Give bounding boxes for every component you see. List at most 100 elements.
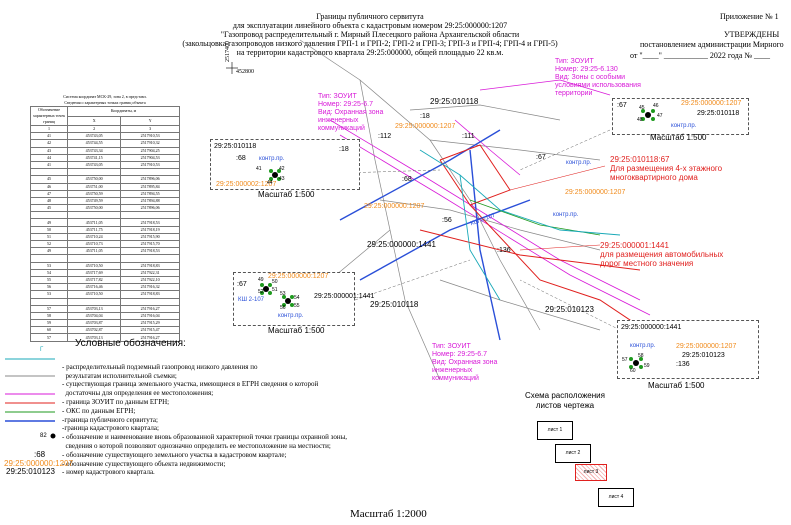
inset-bl-pt-55: 55 <box>294 303 300 309</box>
inset-bl-parcel-67: :67 <box>237 281 247 288</box>
object-label-1207-b: 29:25:000000:1207 <box>565 189 626 196</box>
inset-tl-pt-42: 42 <box>279 166 285 172</box>
inset-br-object: 29:25:000000:1207 <box>676 343 737 350</box>
legend-title: Условные обозначения: <box>75 338 186 349</box>
inset-tr-pt-46: 46 <box>653 103 659 109</box>
coords-y-value: 2517918,83 <box>120 261 180 270</box>
coords-spacer-cell <box>120 297 180 306</box>
zouit-left-annotation: Тип: ЗОУИТ Номер: 29:25-6.7 Вид: Охранна… <box>318 93 384 132</box>
coords-x-value: 453703,13 <box>66 304 122 313</box>
zouit-boundaries <box>329 79 651 316</box>
inset-bl-quarter-1441: 29:25:000001:1441 <box>314 293 375 300</box>
kontr-label-main-b: контр.пр. <box>553 212 579 218</box>
inset-bl-object: 29:25:000000:1207 <box>268 273 329 280</box>
coords-spacer-cell <box>120 254 180 263</box>
inset-tl-scale: Масштаб 1:500 <box>258 190 315 199</box>
quarter-label-1441: 29:25:000000:1441 <box>367 240 436 249</box>
inset-bl-pt-51: 51 <box>272 287 278 293</box>
inset-bl-points <box>260 283 294 307</box>
parcel-label-56: :56 <box>442 217 452 224</box>
inset-tl-quarter: 29:25:010118 <box>214 143 257 150</box>
inset-top-left: 29:25:010118 :68 :18 контр.пр. 29:25:000… <box>210 139 360 190</box>
coords-y-value: 2517918,83 <box>120 290 180 299</box>
sheet-3: лист 3 <box>575 464 607 481</box>
zouit-bottom-annotation: Тип: ЗОУИТ Номер: 29:25-6.7 Вид: Охранна… <box>432 343 498 382</box>
parcel-label-67: :67 <box>536 154 546 161</box>
inset-br-pt-60: 60 <box>630 368 636 374</box>
coords-x-value: 453717,82 <box>66 275 122 285</box>
title-line-5: на территории кадастрового квартала 29:2… <box>236 48 504 57</box>
legend-ex-parcel: :68 <box>34 450 46 459</box>
inset-bl-kontr: контр.пр. <box>278 313 304 319</box>
legend-ex-quarter: 29:25:010123 <box>6 467 55 476</box>
inset-bottom-right: 29:25:000000:1441 29:25:000000:1207 29:2… <box>617 320 759 379</box>
inset-tl-pt-44: 44 <box>267 180 273 186</box>
coords-x-value: 453702,87 <box>66 326 122 335</box>
quarter-label-118: 29:25:010118 <box>430 97 479 106</box>
coords-x-value: 453704,04 <box>66 311 122 321</box>
coords-x-value: 453703,87 <box>66 319 122 328</box>
quarter-label-123: 29:25:010123 <box>545 305 594 314</box>
inset-tl-kontr: контр.пр. <box>259 156 285 162</box>
parcel-label-136: :136 <box>497 247 511 254</box>
approved-by: постановлением администрации Мирного <box>640 40 784 49</box>
parcel-label-68: :68 <box>402 176 412 183</box>
scheme-title: Схема расположения листов чертежа <box>525 391 605 410</box>
sheet-2: лист 2 <box>555 444 591 463</box>
inset-br-scale: Масштаб 1:500 <box>648 381 705 390</box>
coords-spacer-cell <box>66 254 122 263</box>
inset-bl-pt-54: 54 <box>294 295 300 301</box>
sheet-4: лист 4 <box>598 488 634 507</box>
object-label-1207-a: 29:25:000000:1207 <box>364 203 425 210</box>
coords-y-value: 2517922,10 <box>120 275 180 285</box>
inset-bl-quarter-118: 29:25:010118 <box>370 300 419 309</box>
title-line-2: для эксплуатации линейного объекта с кад… <box>232 21 508 30</box>
red-annotation-1441: 29:25:000001:1441 для размещения автомоб… <box>600 241 724 268</box>
coords-y-value: 2517916,04 <box>120 311 180 321</box>
inset-tr-object: 29:25:000000:1207 <box>681 100 742 107</box>
inset-tl-pt-41: 41 <box>256 166 262 172</box>
inset-tr-pt-47: 47 <box>657 113 663 119</box>
coords-col-point: Обозначение характерных точек границ <box>30 106 68 126</box>
parcel-label-112: :112 <box>378 133 392 140</box>
inset-bl-pt-50: 50 <box>272 279 278 285</box>
inset-br-pt-59: 59 <box>644 363 650 369</box>
title-line-3: "Газопровод распределительный г. Мирный … <box>220 30 520 39</box>
inset-tr-pt-45: 45 <box>639 105 645 111</box>
inset-bottom-left: :67 29:25:000000:1207 29:25:000001:1441 … <box>233 272 374 326</box>
inset-tr-points <box>641 109 655 121</box>
inset-tr-scale: Масштаб 1:500 <box>650 133 707 142</box>
inset-bl-pt-56: 56 <box>280 305 286 311</box>
legend-gas-symbol-label: Г <box>40 347 44 353</box>
coords-x-value: 453717,69 <box>66 268 122 277</box>
coords-x-value: 453703,13 <box>66 333 122 342</box>
footer-scale: Масштаб 1:2000 <box>350 508 427 520</box>
coords-y-value: 2517916,32 <box>120 283 180 292</box>
coords-spacer-cell <box>66 297 122 306</box>
legend-symbols <box>5 358 56 439</box>
inset-tr-quarter: 29:25:010118 <box>697 110 740 117</box>
legend-ex-object: 29:25:000000:1207 <box>4 459 73 468</box>
inset-tl-points <box>269 169 281 181</box>
coords-x-value: 453710,50 <box>66 290 122 299</box>
coords-caption-2: Сведения о характерных точках границ объ… <box>64 100 146 105</box>
inset-tl-object: 29:25:000002:1207 <box>216 181 277 188</box>
zouit-top-annotation: Тип: ЗОУИТ Номер: 29:25-6.130 Вид: Зоны … <box>555 58 641 97</box>
coordinates-table: Система координат МСК-29, зона 2, в пред… <box>30 94 180 342</box>
approved-date: от "____" ___________ 2022 года № ____ <box>630 51 771 60</box>
inset-tr-pt-48: 48 <box>637 117 643 123</box>
parcel-label-111: :111 <box>462 133 475 140</box>
coords-x-value: 453716,46 <box>66 283 122 292</box>
grid-y-label: 452800 <box>236 69 254 75</box>
kontr-label-main-a: контр.пр. <box>566 160 592 166</box>
inset-br-quarter-123: 29:25:010123 <box>682 352 725 359</box>
